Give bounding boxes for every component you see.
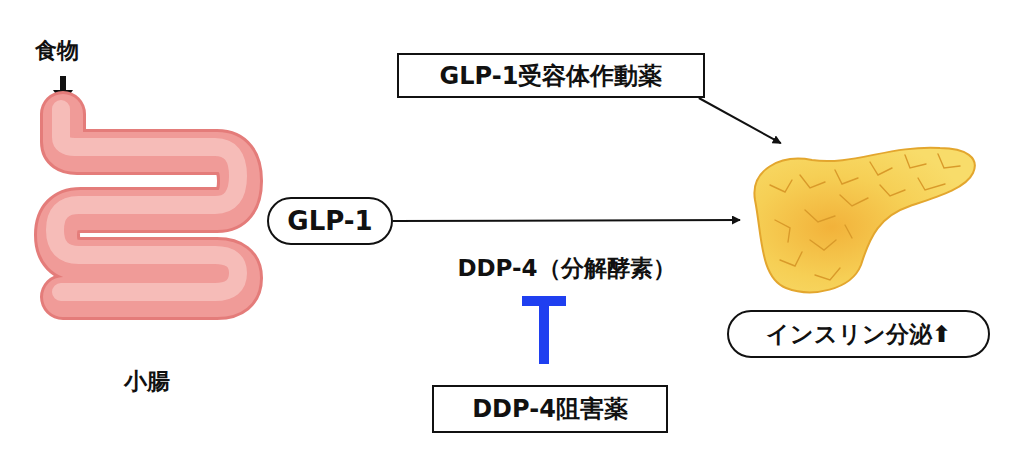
intestine-illustration xyxy=(35,102,258,330)
edge-label: DDP-4（分解酵素） xyxy=(457,252,675,283)
node-label: 小腸 xyxy=(35,364,258,398)
node-text: GLP-1受容体作動薬 xyxy=(440,60,663,92)
node-text: DDP-4阻害薬 xyxy=(472,393,628,425)
drug-box: GLP-1受容体作動薬 xyxy=(397,53,705,98)
pancreas-illustration xyxy=(740,140,980,300)
drug-box: DDP-4阻害薬 xyxy=(432,385,668,433)
node-label: インスリン分泌⬆ xyxy=(727,310,990,358)
node-text: GLP-1 xyxy=(287,206,372,236)
pancreas-illustration: インスリン分泌⬆ xyxy=(740,140,980,300)
intestine-illustration: 小腸 xyxy=(35,102,258,330)
hormone-box: GLP-1 xyxy=(267,197,393,245)
annotation-label: 食物 xyxy=(35,36,79,66)
arrow-connector xyxy=(699,98,781,143)
arrow-connector xyxy=(393,220,740,221)
inhibition-bar xyxy=(522,296,566,364)
